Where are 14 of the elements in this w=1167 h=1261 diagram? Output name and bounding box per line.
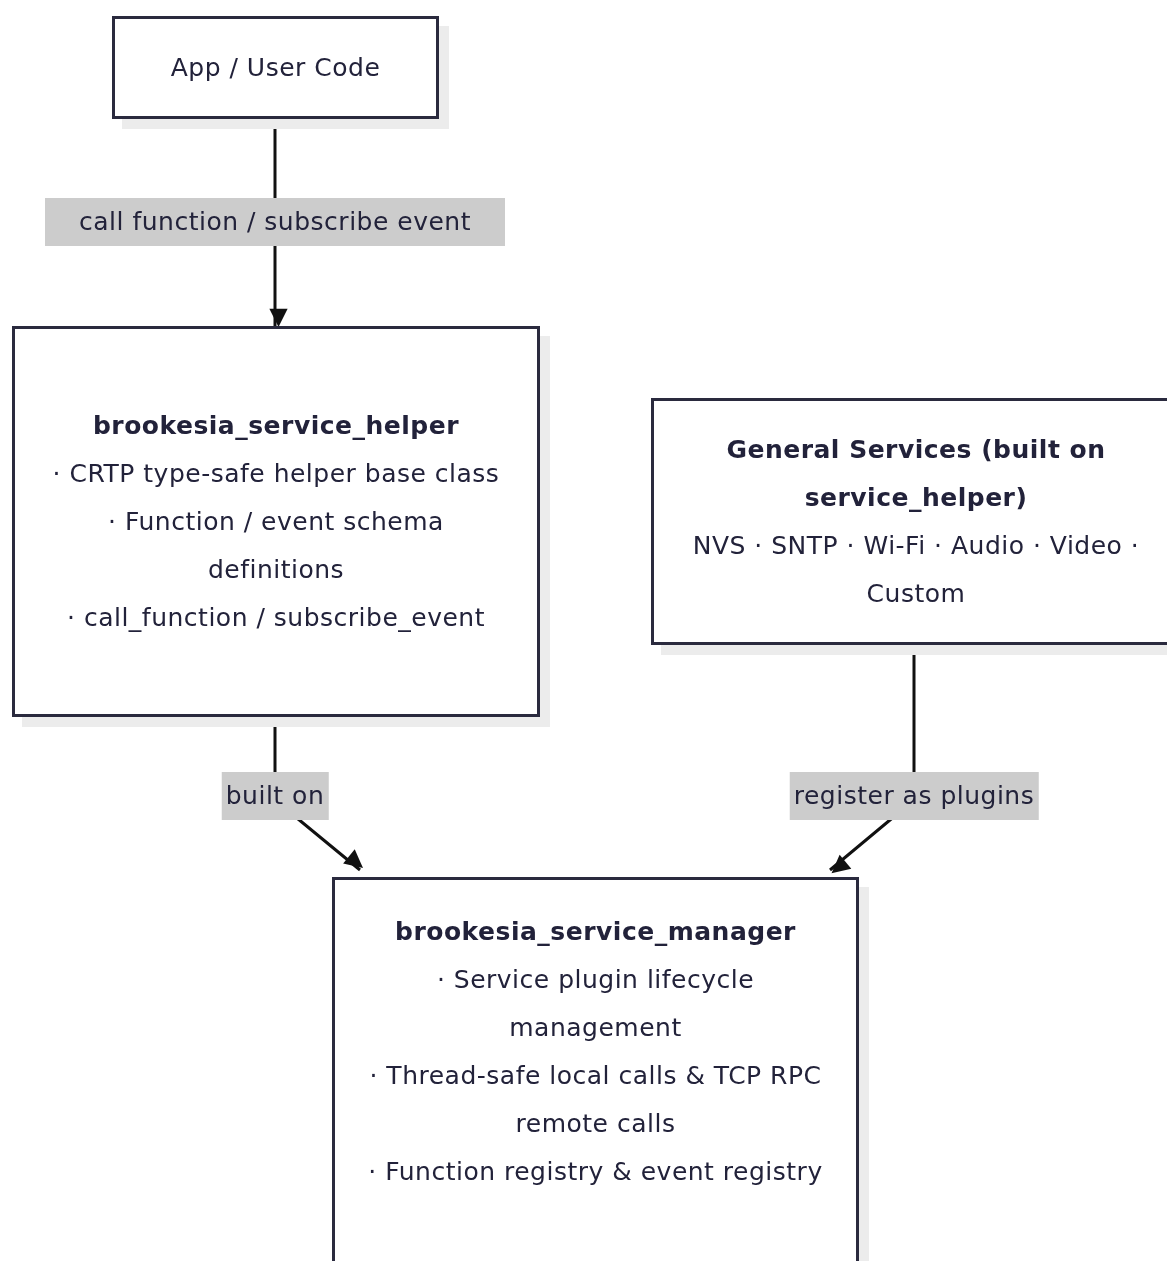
box-title: brookesia_service_helper <box>92 409 460 442</box>
box-text: · CRTP type-safe helper base class <box>52 457 500 490</box>
edge-label: call function / subscribe event <box>45 198 505 246</box>
box-title: brookesia_service_manager <box>395 916 796 948</box>
edge-label: built on <box>221 772 329 820</box>
box-title: General Services (built on service_helper) <box>725 433 1107 514</box>
box-text: · Thread-safe local calls & TCP RPC remote calls <box>368 1060 823 1140</box>
edge-label: register as plugins <box>789 772 1039 820</box>
box-text: NVS · SNTP · Wi-Fi · Audio · Video · Custom <box>691 529 1141 610</box>
box-text: · call_function / subscribe_event <box>67 601 485 634</box>
box-title: App / User Code <box>170 51 381 84</box>
box-text: · Service plugin lifecycle management <box>435 964 756 1044</box>
box-text: · Function registry & event registry <box>368 1156 823 1188</box>
box-text: · Function / event schema definitions <box>107 505 445 586</box>
